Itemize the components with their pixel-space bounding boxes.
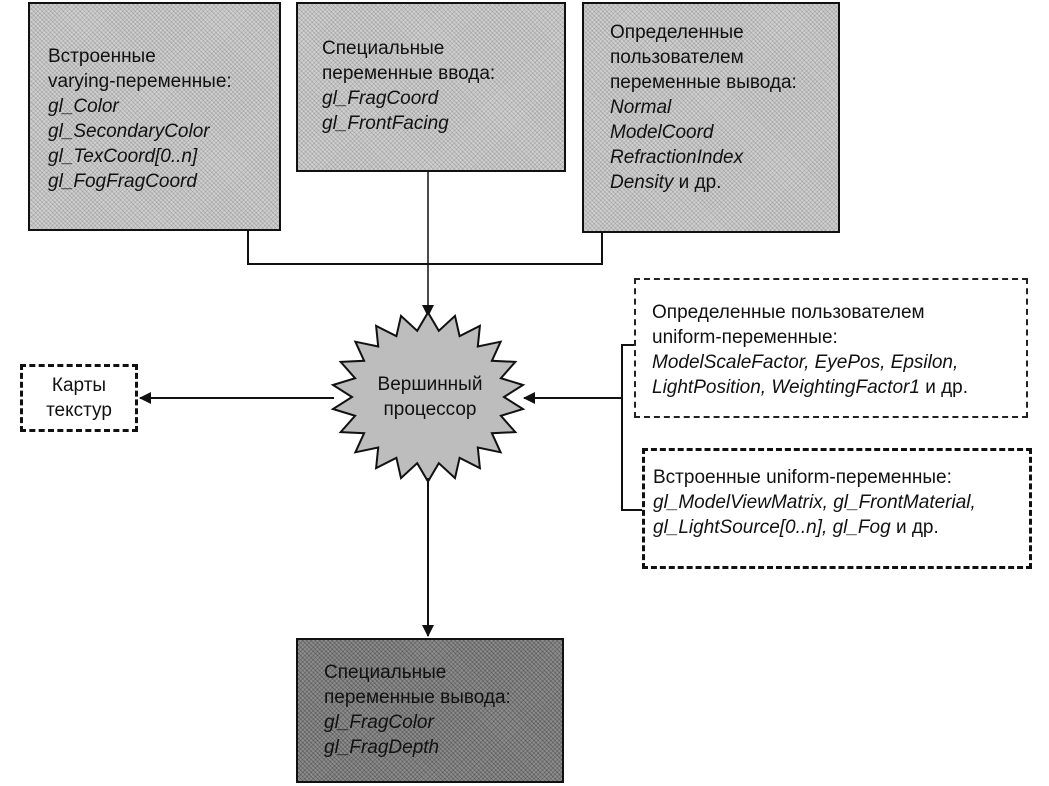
- builtin-varying-text: Встроенные varying-переменные: gl_Color …: [48, 44, 232, 194]
- builtin-varying-line: gl_SecondaryColor: [48, 121, 210, 142]
- special-output-box: Специальные переменные вывода: gl_FragCo…: [296, 638, 564, 783]
- builtin-varying-line: varying-переменные:: [48, 71, 232, 92]
- vertex-processor-line1: Вершинный: [377, 374, 483, 395]
- user-output-line: ModelCoord: [610, 122, 714, 143]
- special-input-line: gl_FragCoord: [322, 88, 439, 109]
- user-uniform-subtitle: uniform-переменные:: [652, 327, 838, 348]
- builtin-varying-line: Встроенные: [48, 46, 156, 67]
- user-output-line: Определенные: [610, 22, 744, 43]
- builtin-varying-line: gl_Color: [48, 96, 119, 117]
- special-input-text: Специальные переменные ввода: gl_FragCoo…: [322, 36, 495, 136]
- special-input-line: Специальные: [322, 38, 445, 59]
- user-output-line: переменные вывода:: [610, 72, 797, 93]
- builtin-uniform-list-last: gl_LightSource[0..n], gl_Fog и др.: [653, 515, 976, 540]
- special-output-text: Специальные переменные вывода: gl_FragCo…: [324, 660, 511, 760]
- user-output-text: Определенные пользователем переменные вы…: [610, 20, 797, 195]
- user-uniform-title: Определенные пользователем: [652, 302, 925, 323]
- builtin-varying-box: Встроенные varying-переменные: gl_Color …: [28, 2, 281, 231]
- texture-maps-text: Карты текстур: [23, 373, 135, 423]
- top-merge-connector: [247, 230, 603, 265]
- user-output-density: Density: [610, 172, 674, 193]
- user-uniform-etc: и др.: [919, 377, 969, 398]
- user-uniform-list-items: LightPosition, WeightingFactor1: [652, 377, 920, 398]
- texture-maps-line1: Карты: [51, 375, 107, 396]
- builtin-uniform-list: gl_ModelViewMatrix, gl_FrontMaterial,: [653, 492, 976, 513]
- user-uniform-text: Определенные пользователем uniform-перем…: [652, 300, 968, 400]
- user-uniform-list-last: LightPosition, WeightingFactor1 и др.: [652, 375, 968, 400]
- builtin-uniform-title: Встроенные uniform-переменные:: [653, 467, 952, 488]
- texture-maps-line2: текстур: [46, 400, 112, 421]
- uniform-bracket: [621, 344, 644, 511]
- vertex-processor-label: Вершинный процессор: [350, 372, 510, 422]
- user-output-line: Normal: [610, 97, 672, 118]
- user-output-line-last: Density и др.: [610, 170, 797, 195]
- texture-maps-box: Карты текстур: [20, 364, 138, 432]
- user-uniform-list: ModelScaleFactor, EyePos, Epsilon,: [652, 352, 959, 373]
- special-input-line: gl_FrontFacing: [322, 113, 449, 134]
- builtin-varying-line: gl_FogFragCoord: [48, 171, 197, 192]
- special-output-line: gl_FragColor: [324, 712, 434, 733]
- builtin-uniform-text: Встроенные uniform-переменные: gl_ModelV…: [653, 465, 976, 540]
- special-input-box: Специальные переменные ввода: gl_FragCoo…: [296, 2, 566, 172]
- builtin-uniform-etc: и др.: [890, 517, 939, 538]
- special-output-line: переменные вывода:: [324, 687, 511, 708]
- builtin-uniform-box: Встроенные uniform-переменные: gl_ModelV…: [642, 448, 1032, 569]
- builtin-varying-line: gl_TexCoord[0..n]: [48, 146, 198, 167]
- special-output-line: Специальные: [324, 662, 447, 683]
- user-output-box: Определенные пользователем переменные вы…: [582, 2, 840, 233]
- user-output-line: пользователем: [610, 47, 744, 68]
- user-output-line: RefractionIndex: [610, 147, 744, 168]
- special-input-line: переменные ввода:: [322, 63, 496, 84]
- user-output-etc: и др.: [673, 172, 722, 193]
- builtin-uniform-list-items: gl_LightSource[0..n], gl_Fog: [653, 517, 891, 538]
- user-uniform-box: Определенные пользователем uniform-перем…: [634, 278, 1028, 418]
- special-output-line: gl_FragDepth: [324, 737, 440, 758]
- vertex-processor-line2: процессор: [383, 399, 477, 420]
